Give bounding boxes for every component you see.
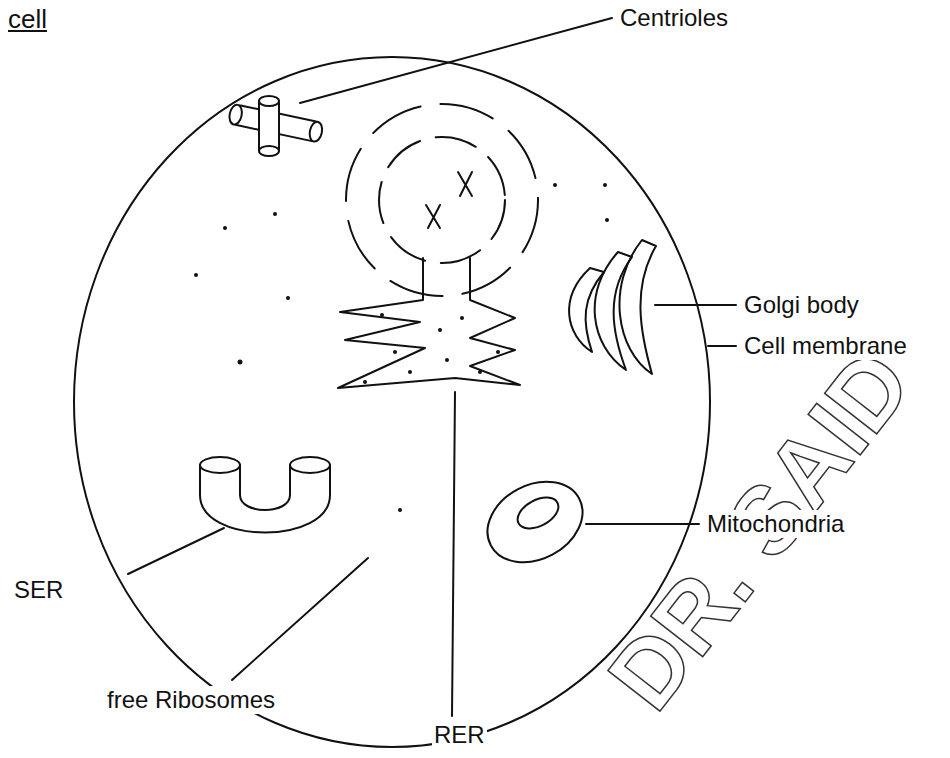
ribosomes-label: free Ribosomes xyxy=(105,686,277,714)
centrioles-label: Centrioles xyxy=(618,4,730,32)
rer-symbol xyxy=(338,258,520,388)
ser-label: SER xyxy=(12,576,65,604)
centrioles-symbol xyxy=(228,96,324,156)
rer-label: RER xyxy=(432,721,487,749)
golgi-symbol xyxy=(569,240,656,374)
membrane-label: Cell membrane xyxy=(742,332,909,360)
ser-symbol xyxy=(200,457,330,533)
diagram-title: cell xyxy=(6,4,49,34)
ribosome-dots xyxy=(194,183,609,512)
golgi-label: Golgi body xyxy=(742,291,861,319)
nucleus-symbol xyxy=(346,104,538,296)
mitochondria-label: Mitochondria xyxy=(705,510,846,538)
mitochondrion-symbol xyxy=(473,466,596,578)
